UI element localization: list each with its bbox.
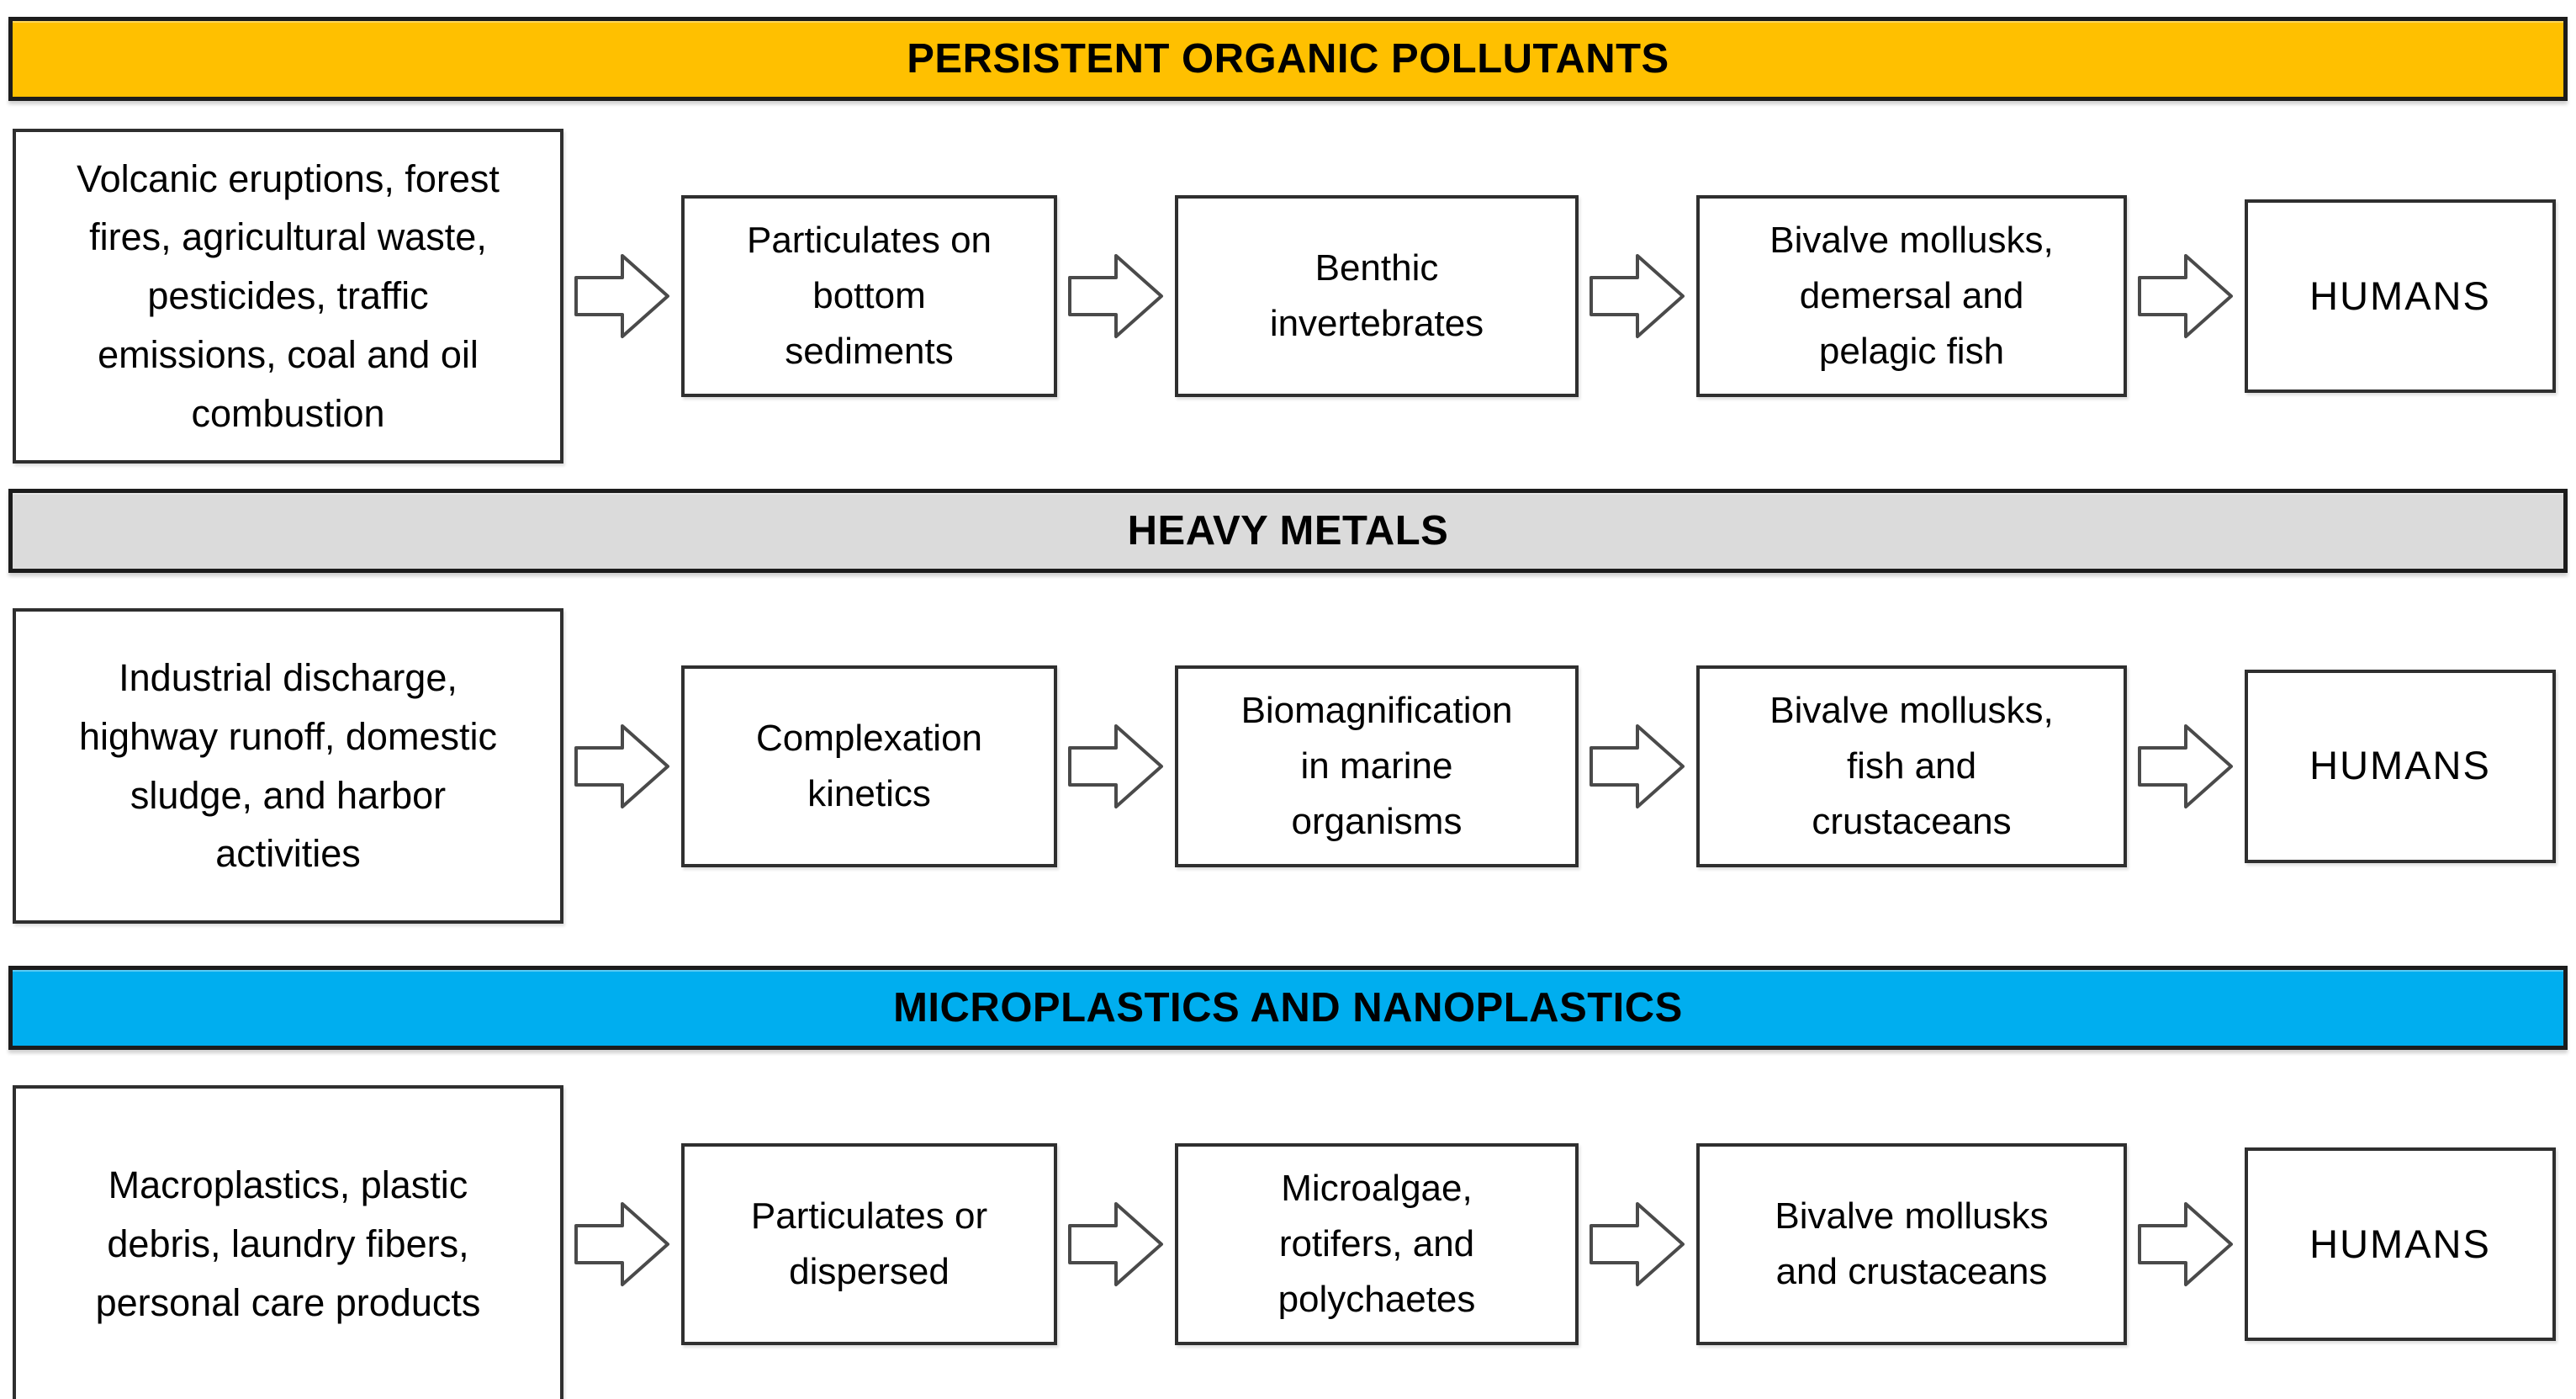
source-box: Industrial discharge, highway runoff, do… xyxy=(13,608,563,924)
source-box: Volcanic eruptions, forest fires, agricu… xyxy=(13,129,563,464)
pathway-box-1: Particulates on bottom sediments xyxy=(681,195,1057,397)
flow-arrow-icon xyxy=(574,254,669,338)
flow-arrow-icon xyxy=(1590,1202,1685,1286)
section-banner-label: PERSISTENT ORGANIC POLLUTANTS xyxy=(907,36,1669,82)
humans-box: HUMANS xyxy=(2245,199,2556,393)
humans-box: HUMANS xyxy=(2245,669,2556,863)
section-heavy-metals: HEAVY METALS Industrial discharge, highw… xyxy=(0,489,2576,924)
flow-row: Industrial discharge, highway runoff, do… xyxy=(13,608,2576,924)
section-banner: HEAVY METALS xyxy=(8,489,2568,573)
flow-arrow-icon xyxy=(1590,254,1685,338)
organisms-box: Bivalve mollusks, demersal and pelagic f… xyxy=(1696,195,2127,397)
flow-arrow-icon xyxy=(2138,254,2233,338)
section-banner: MICROPLASTICS AND NANOPLASTICS xyxy=(8,966,2568,1050)
flow-arrow-icon xyxy=(1068,723,1163,808)
flow-arrow-icon xyxy=(1590,723,1685,808)
flow-arrow-icon xyxy=(2138,723,2233,808)
flow-arrow-icon xyxy=(2138,1202,2233,1286)
section-persistent-organic-pollutants: PERSISTENT ORGANIC POLLUTANTS Volcanic e… xyxy=(0,17,2576,464)
pathway-box-1: Particulates or dispersed xyxy=(681,1143,1057,1345)
pathway-box-2: Biomagnification in marine organisms xyxy=(1175,665,1579,867)
pathway-box-1: Complexation kinetics xyxy=(681,665,1057,867)
humans-box: HUMANS xyxy=(2245,1147,2556,1341)
source-box: Macroplastics, plastic debris, laundry f… xyxy=(13,1085,563,1399)
pathway-box-2: Microalgae, rotifers, and polychaetes xyxy=(1175,1143,1579,1345)
flow-row: Volcanic eruptions, forest fires, agricu… xyxy=(13,129,2576,464)
organisms-box: Bivalve mollusks, fish and crustaceans xyxy=(1696,665,2127,867)
flow-arrow-icon xyxy=(574,723,669,808)
pathway-box-2: Benthic invertebrates xyxy=(1175,195,1579,397)
section-banner-label: MICROPLASTICS AND NANOPLASTICS xyxy=(893,985,1683,1031)
flow-arrow-icon xyxy=(1068,254,1163,338)
organisms-box: Bivalve mollusks and crustaceans xyxy=(1696,1143,2127,1345)
section-banner: PERSISTENT ORGANIC POLLUTANTS xyxy=(8,17,2568,101)
flow-arrow-icon xyxy=(574,1202,669,1286)
flow-row: Macroplastics, plastic debris, laundry f… xyxy=(13,1085,2576,1399)
flow-arrow-icon xyxy=(1068,1202,1163,1286)
section-banner-label: HEAVY METALS xyxy=(1127,508,1449,554)
section-microplastics-nanoplastics: MICROPLASTICS AND NANOPLASTICS Macroplas… xyxy=(0,966,2576,1399)
